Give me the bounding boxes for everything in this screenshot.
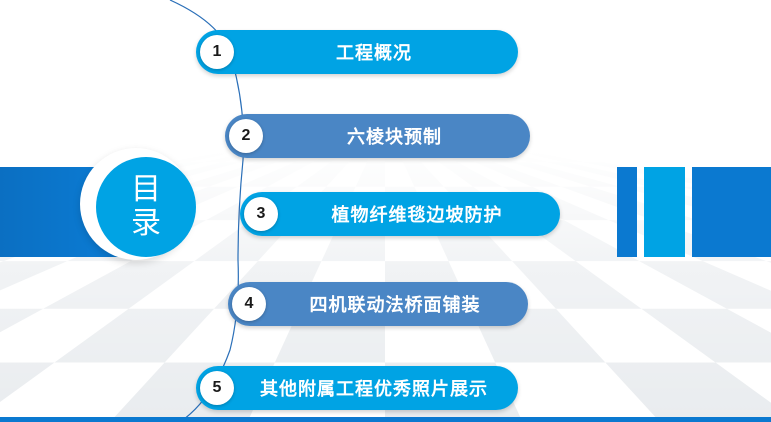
toc-title-char-2: 录 — [131, 206, 161, 241]
item-label: 植物纤维毯边坡防护 — [331, 205, 503, 226]
item-label: 工程概况 — [336, 43, 412, 64]
toc-item-4[interactable]: 4 四机联动法桥面铺装 — [228, 282, 528, 326]
toc-item-5[interactable]: 5 其他附属工程优秀照片展示 — [196, 366, 518, 410]
toc-title: 目 录 — [96, 157, 196, 257]
toc-circle — [96, 157, 196, 257]
toc-title-char-1: 目 — [131, 172, 161, 207]
item-label: 六棱块预制 — [347, 127, 442, 148]
toc-item-1[interactable]: 1 工程概况 — [196, 30, 518, 74]
toc-item-2[interactable]: 2 六棱块预制 — [225, 114, 530, 158]
item-number-badge: 3 — [244, 197, 278, 231]
item-number-badge: 2 — [229, 119, 263, 153]
item-label: 四机联动法桥面铺装 — [309, 295, 481, 316]
toc-item-3[interactable]: 3 植物纤维毯边坡防护 — [240, 192, 560, 236]
item-label: 其他附属工程优秀照片展示 — [260, 379, 488, 400]
item-number-badge: 1 — [200, 35, 234, 69]
bottom-rule — [0, 417, 771, 422]
item-number-badge: 5 — [200, 371, 234, 405]
item-number-badge: 4 — [232, 287, 266, 321]
